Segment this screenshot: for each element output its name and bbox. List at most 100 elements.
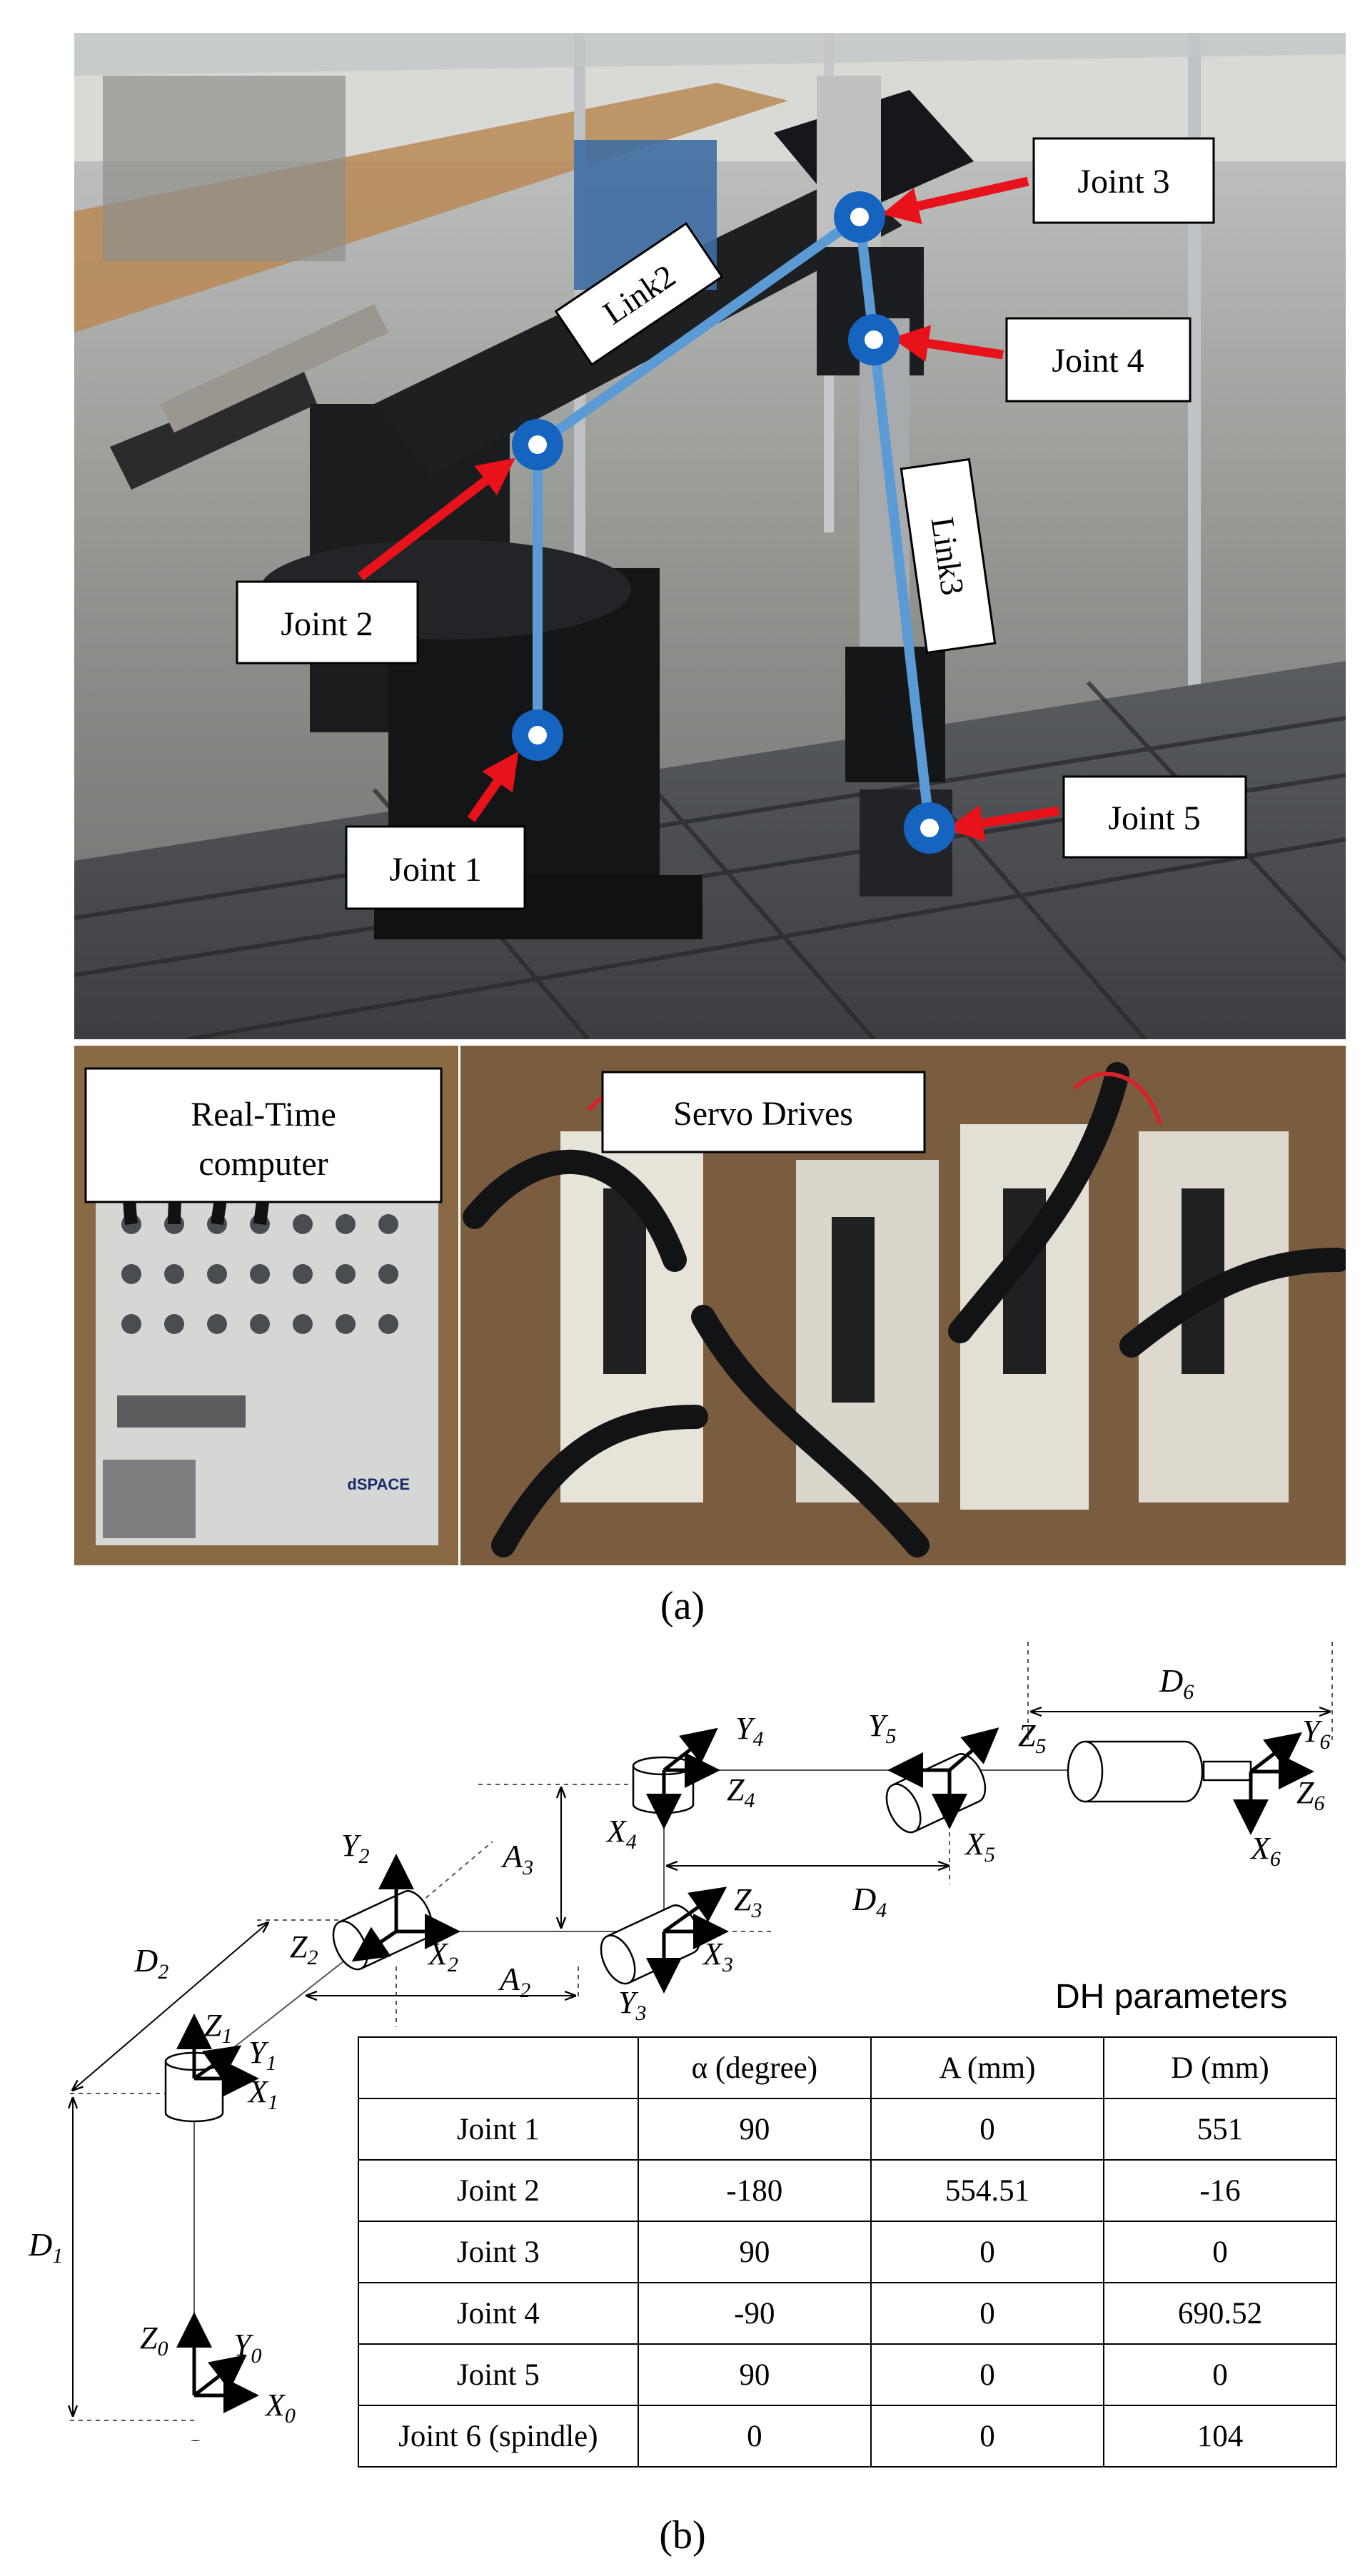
joint1-arrow	[467, 751, 519, 822]
svg-text:Z2: Z2	[290, 1929, 318, 1969]
svg-text:Y0: Y0	[233, 2328, 261, 2368]
joint3-label-box: Joint 3	[1032, 137, 1215, 224]
joint3-marker	[834, 191, 885, 243]
a-cell: 0	[870, 2098, 1104, 2161]
figure-b-caption: (b)	[659, 2513, 706, 2557]
joint5-arrow	[945, 804, 1060, 842]
svg-text:A2: A2	[498, 1961, 530, 2002]
dh-table-title: DH parameters	[1055, 1978, 1288, 2016]
svg-text:Y4: Y4	[735, 1711, 763, 1751]
svg-text:D6: D6	[1159, 1662, 1194, 1704]
table-row: Joint 5 90 0 0	[358, 2343, 1338, 2406]
svg-text:X5: X5	[964, 1827, 995, 1867]
joint5-marker	[904, 802, 955, 854]
svg-text:X4: X4	[605, 1814, 637, 1854]
joint-name-cell: Joint 3	[358, 2221, 639, 2283]
svg-text:Y6: Y6	[1302, 1714, 1330, 1754]
d-cell: 104	[1102, 2405, 1338, 2468]
svg-text:D2: D2	[134, 1942, 168, 1984]
joint4-arrow	[891, 325, 1004, 362]
table-row: Joint 6 (spindle) 0 0 104	[358, 2405, 1338, 2468]
joint3-label: Joint 3	[1077, 163, 1169, 201]
table-header-cell	[358, 2036, 639, 2099]
dimension-arrows	[73, 1712, 1329, 2415]
a-cell: 0	[870, 2221, 1104, 2283]
svg-text:D4: D4	[852, 1881, 887, 1922]
joint-name-cell: Joint 1	[358, 2098, 639, 2161]
svg-text:X1: X1	[247, 2074, 278, 2114]
svg-text:D1: D1	[28, 2226, 63, 2268]
alpha-cell: 90	[637, 2221, 872, 2283]
d-cell: 690.52	[1102, 2282, 1338, 2345]
joint5-label-box: Joint 5	[1062, 775, 1247, 859]
joint4-label-box: Joint 4	[1005, 317, 1192, 403]
realtime-label-line2: computer	[198, 1145, 328, 1183]
alpha-cell: 0	[637, 2405, 872, 2468]
joint1-label: Joint 1	[389, 851, 481, 889]
servo-label-box: Servo Drives	[601, 1071, 926, 1153]
equipment-label-overlay: Real-Time computer Servo Drives	[84, 1067, 926, 1203]
joint-name-cell: Joint 5	[358, 2343, 639, 2406]
alpha-cell: 90	[637, 2098, 872, 2161]
joint3-arrow	[882, 176, 1029, 225]
svg-text:Z6: Z6	[1296, 1775, 1324, 1815]
table-row: Joint 2 -180 554.51 -16	[358, 2159, 1338, 2222]
table-row: Joint 4 -90 0 690.52	[358, 2282, 1338, 2345]
alpha-cell: 90	[637, 2343, 872, 2406]
svg-text:X0: X0	[264, 2388, 296, 2428]
table-row: Joint 3 90 0 0	[358, 2221, 1338, 2283]
servo-label: Servo Drives	[673, 1095, 853, 1133]
joint2-arrow	[358, 458, 515, 581]
svg-text:X3: X3	[702, 1936, 733, 1976]
a-cell: 0	[870, 2282, 1104, 2345]
realtime-label-box: Real-Time computer	[84, 1067, 443, 1203]
svg-text:Z1: Z1	[204, 2008, 232, 2048]
alpha-cell: -180	[637, 2159, 872, 2222]
d-cell: 551	[1102, 2098, 1338, 2161]
svg-text:X2: X2	[427, 1936, 458, 1976]
svg-text:Z3: Z3	[734, 1882, 762, 1922]
svg-text:Y5: Y5	[868, 1708, 896, 1748]
svg-text:X6: X6	[1249, 1831, 1281, 1871]
joint4-marker	[848, 314, 900, 365]
svg-text:Z0: Z0	[140, 2320, 168, 2360]
d-cell: 0	[1102, 2343, 1338, 2406]
svg-text:Z4: Z4	[727, 1772, 755, 1812]
table-header-row: α (degree) A (mm) D (mm)	[358, 2036, 1338, 2099]
axis-labels: O Z0 Y0 X0 Z1 Y1 X1 Y2 Z2 X2 Z3 X3 Y3 Y4…	[140, 1708, 1330, 2441]
joint-markers	[512, 191, 955, 854]
joint2-label: Joint 2	[281, 605, 373, 643]
svg-text:Y2: Y2	[341, 1828, 369, 1868]
robot-annotation-overlay: Joint 1 Joint 2 Joint 3 Joint 4 Joint 5 …	[236, 137, 1247, 910]
joint-name-cell: Joint 6 (spindle)	[358, 2405, 639, 2468]
d-cell: -16	[1102, 2159, 1338, 2222]
a-cell: 554.51	[870, 2159, 1104, 2222]
joint2-marker	[512, 419, 563, 470]
joint1-label-box: Joint 1	[345, 825, 526, 910]
svg-text:Y1: Y1	[248, 2035, 276, 2075]
kinematic-diagram: O Z0 Y0 X0 Z1 Y1 X1 Y2 Z2 X2 Z3 X3 Y3 Y4…	[28, 1642, 1333, 2441]
table-header-cell: α (degree)	[637, 2036, 872, 2099]
alpha-cell: -90	[637, 2282, 872, 2345]
joint-name-cell: Joint 4	[358, 2282, 639, 2345]
dspace-brand: dSPACE	[347, 1475, 410, 1493]
a-cell: 0	[870, 2405, 1104, 2468]
joint5-label: Joint 5	[1108, 799, 1200, 837]
a-cell: 0	[870, 2343, 1104, 2406]
d-cell: 0	[1102, 2221, 1338, 2283]
origin-label: O	[184, 2433, 207, 2441]
svg-text:Y3: Y3	[618, 1985, 646, 2025]
joint1-marker	[512, 709, 563, 761]
joint-name-cell: Joint 2	[358, 2159, 639, 2222]
joint-arrows	[358, 176, 1060, 842]
table-header-cell: D (mm)	[1102, 2036, 1338, 2099]
svg-text:A3: A3	[500, 1838, 533, 1879]
svg-text:Z5: Z5	[1018, 1718, 1046, 1758]
coordinate-axes	[176, 1727, 1314, 2413]
table-row: Joint 1 90 0 551	[358, 2098, 1338, 2161]
dh-parameters-table: α (degree) A (mm) D (mm) Joint 1 90 0 55…	[358, 2036, 1338, 2468]
figure-a-caption: (a)	[660, 1584, 705, 1628]
joint4-label: Joint 4	[1052, 342, 1144, 380]
table-header-cell: A (mm)	[870, 2036, 1104, 2099]
realtime-label-line1: Real-Time	[191, 1096, 336, 1133]
